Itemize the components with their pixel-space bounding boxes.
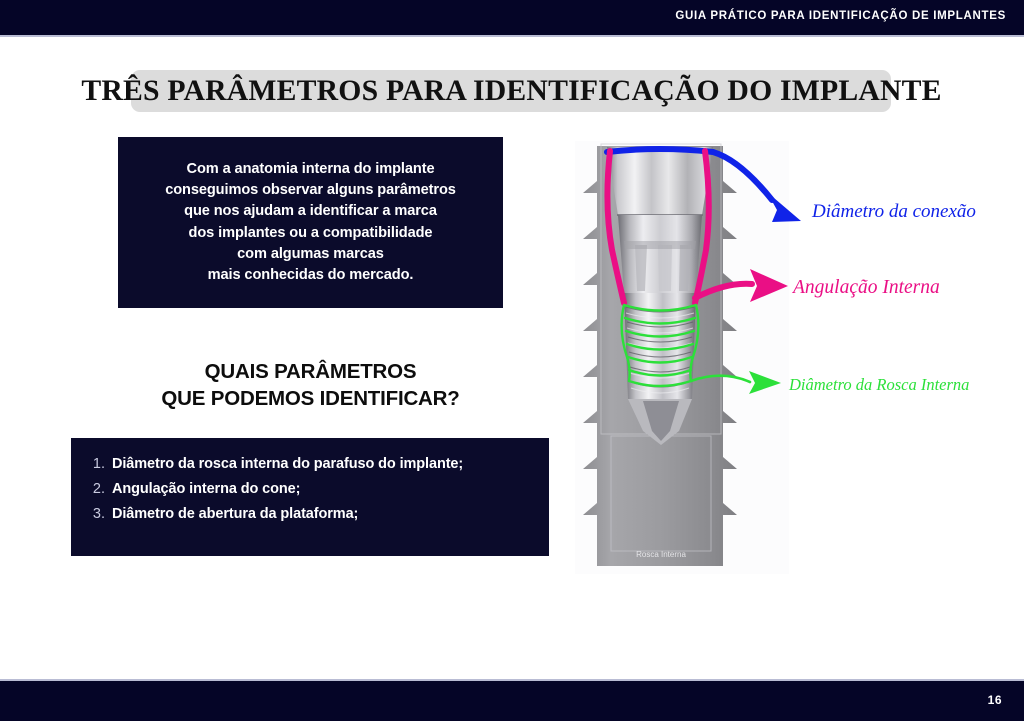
intro-line: dos implantes ou a compatibilidade bbox=[188, 224, 433, 241]
annotation-label-connection-diameter: Diâmetro da conexão bbox=[812, 201, 976, 222]
list-item: 2. Angulação interna do cone; bbox=[83, 481, 549, 497]
hex-facet bbox=[679, 245, 691, 291]
footer-bar: 16 bbox=[0, 679, 1024, 721]
question-heading: QUAIS PARÂMETROS QUE PODEMOS IDENTIFICAR… bbox=[118, 358, 503, 412]
list-item-number: 3. bbox=[92, 506, 105, 522]
figure-caption-rosca-interna: Rosca Interna bbox=[636, 550, 686, 559]
implant-cross-section-image: Rosca Interna bbox=[575, 141, 789, 574]
list-item-label: Diâmetro da rosca interna do parafuso do… bbox=[112, 456, 464, 472]
list-item: 3. Diâmetro de abertura da plataforma; bbox=[83, 506, 549, 522]
intro-line: conseguimos observar alguns parâmetros bbox=[165, 182, 456, 199]
list-item-label: Diâmetro de abertura da plataforma; bbox=[112, 506, 359, 522]
list-item: 1. Diâmetro da rosca interna do parafuso… bbox=[83, 456, 549, 472]
question-line: QUE PODEMOS IDENTIFICAR? bbox=[161, 387, 460, 411]
question-line: QUAIS PARÂMETROS bbox=[204, 360, 417, 383]
hex-facet bbox=[635, 245, 647, 291]
intro-line: com algumas marcas bbox=[237, 245, 384, 262]
intro-line: Com a anatomia interna do implante bbox=[186, 161, 435, 178]
list-item-number: 1. bbox=[92, 456, 105, 472]
annotation-label-internal-thread-diameter: Diâmetro da Rosca Interna bbox=[789, 375, 970, 394]
hex-facet bbox=[658, 245, 672, 291]
header-bar: GUIA PRÁTICO PARA IDENTIFICAÇÃO DE IMPLA… bbox=[0, 0, 1024, 37]
header-title: GUIA PRÁTICO PARA IDENTIFICAÇÃO DE IMPLA… bbox=[675, 10, 1006, 22]
page-number: 16 bbox=[987, 693, 1002, 707]
intro-line: que nos ajudam a identificar a marca bbox=[184, 203, 437, 220]
list-item-label: Angulação interna do cone; bbox=[112, 481, 301, 497]
annotation-label-internal-angulation: Angulação Interna bbox=[793, 277, 940, 298]
hex-shoulder bbox=[624, 241, 696, 249]
intro-text: Com a anatomia interna do implante conse… bbox=[165, 159, 456, 286]
list-item-number: 2. bbox=[92, 481, 105, 497]
implant-platform-cavity bbox=[607, 147, 713, 215]
bore-apex-shadow bbox=[643, 401, 679, 441]
intro-line: mais conhecidas do mercado. bbox=[207, 266, 414, 283]
slide-title-band: TRÊS PARÂMETROS PARA IDENTIFICAÇÃO DO IM… bbox=[81, 70, 941, 112]
parameters-list-box: 1. Diâmetro da rosca interna do parafuso… bbox=[71, 438, 549, 556]
slide-title: TRÊS PARÂMETROS PARA IDENTIFICAÇÃO DO IM… bbox=[80, 74, 942, 107]
intro-text-box: Com a anatomia interna do implante conse… bbox=[118, 137, 503, 308]
